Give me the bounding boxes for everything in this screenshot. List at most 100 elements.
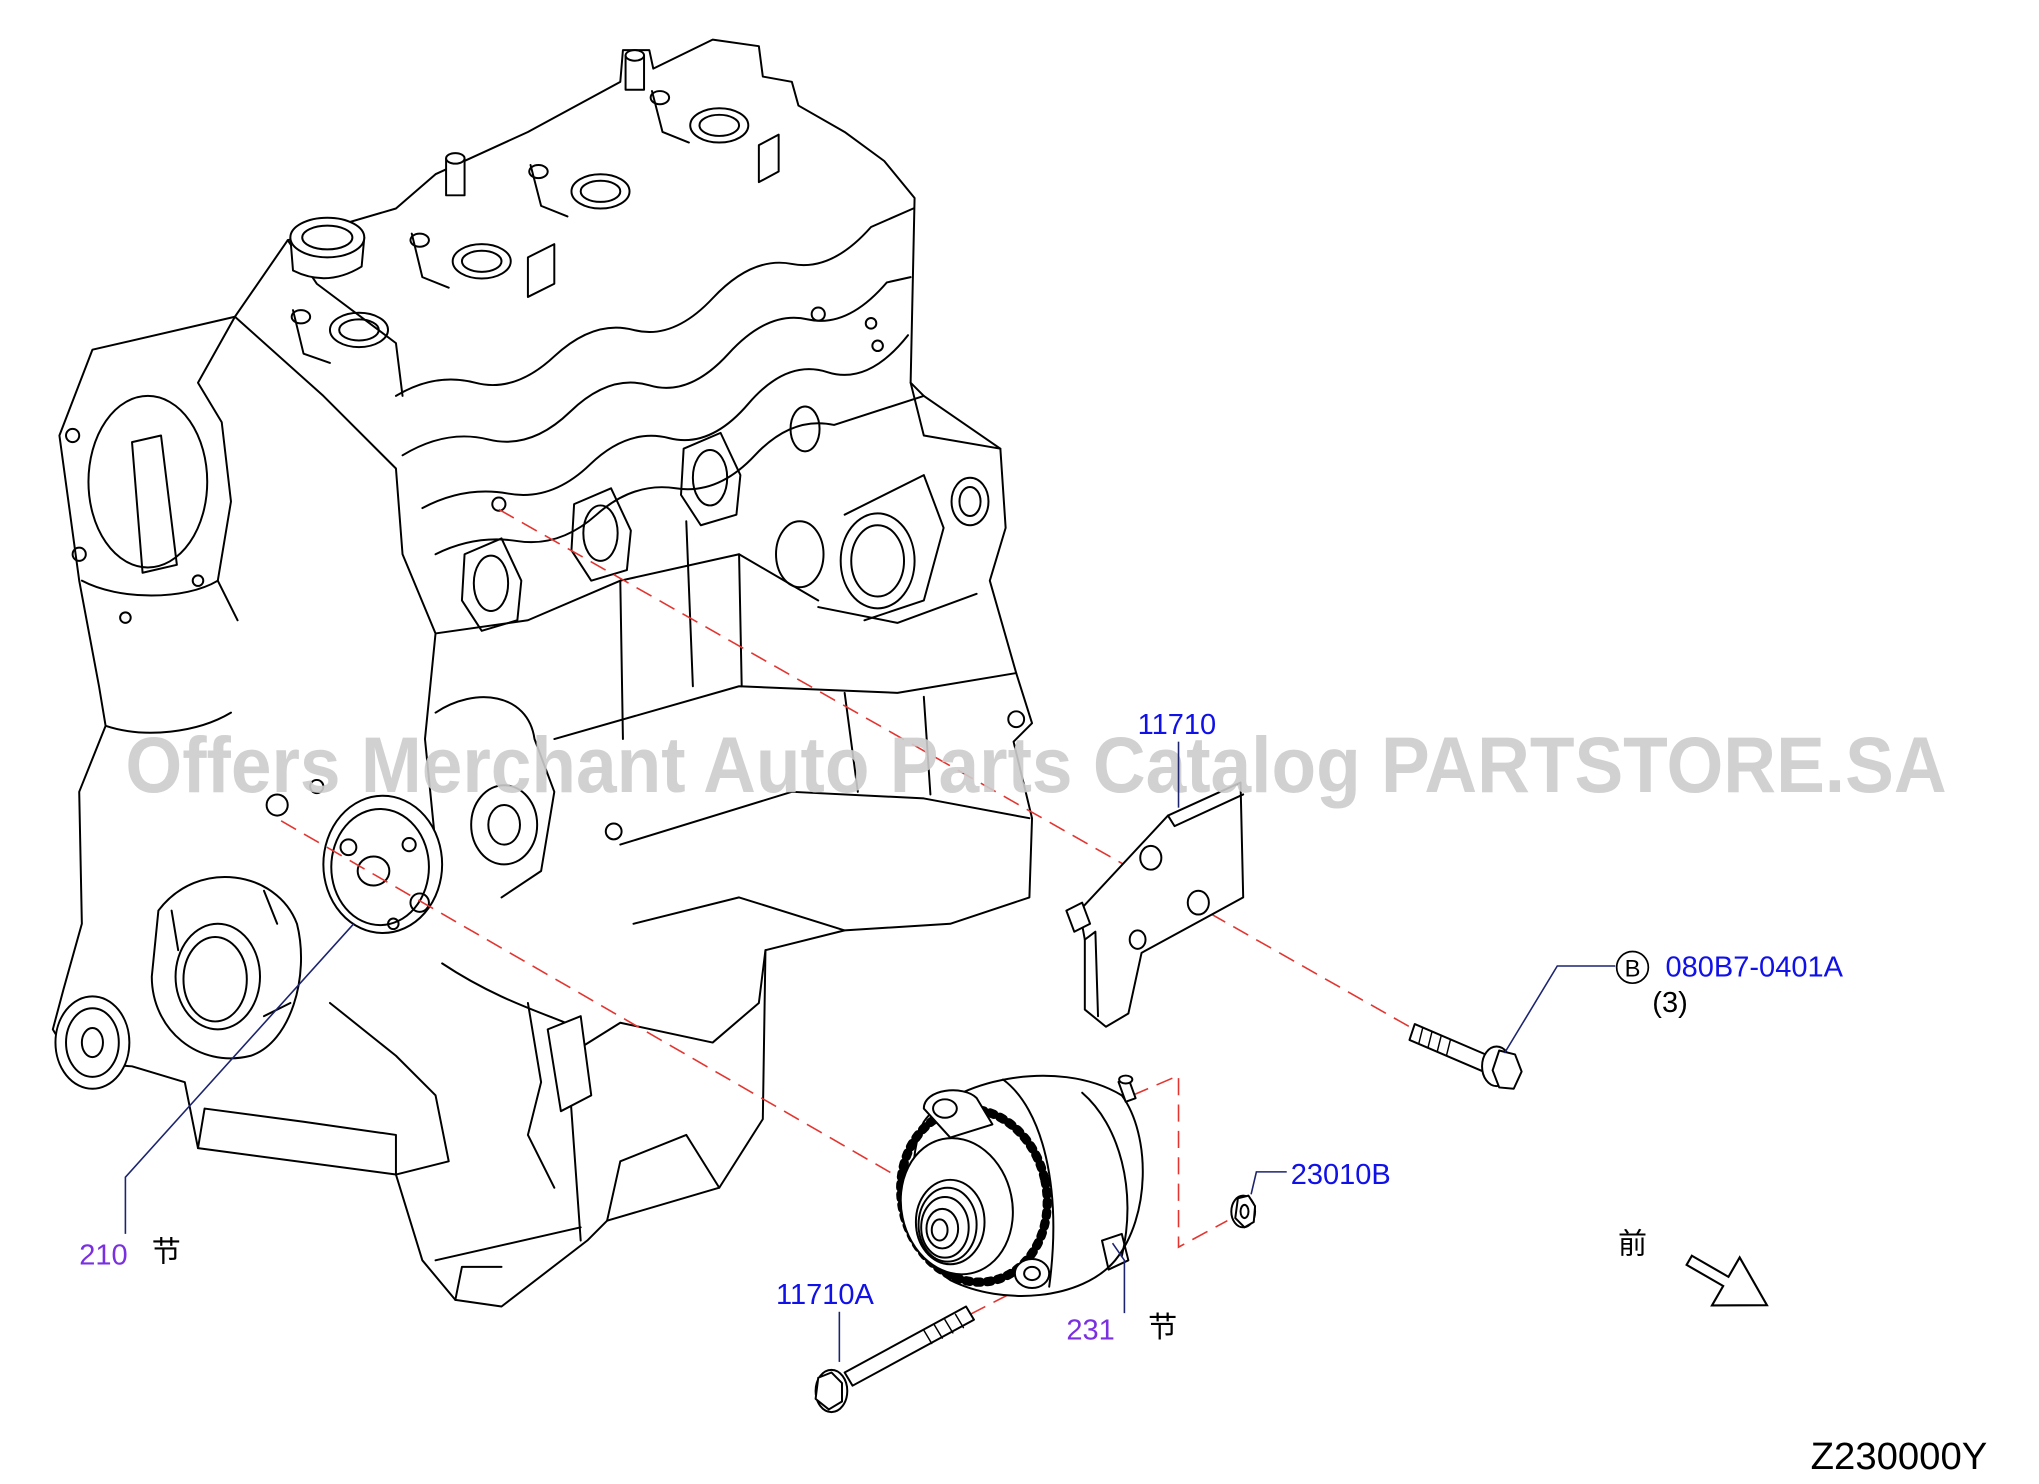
block-rib	[843, 691, 859, 793]
cover-bolt	[119, 611, 132, 624]
coolant-port	[775, 520, 825, 589]
front-direction-arrow-icon	[1685, 1254, 1769, 1307]
nut-hex	[1234, 1194, 1257, 1229]
cover-bolt	[191, 574, 205, 587]
bolt-thread	[923, 1313, 965, 1345]
spark-plug-tube	[689, 107, 750, 144]
alternator-bolt[interactable]	[814, 1305, 975, 1414]
pump-bolt	[604, 822, 623, 841]
block-rib	[619, 579, 624, 741]
alternator-rear-cover	[1081, 1091, 1129, 1258]
bracket-hole	[1128, 929, 1147, 950]
bracket-edge	[1166, 793, 1245, 828]
coil-mount-tab	[650, 90, 690, 144]
coil-mount-loop	[290, 309, 312, 325]
manifold-stud	[864, 317, 878, 330]
head-gasket-line	[401, 276, 912, 457]
housing-line	[843, 474, 945, 622]
callout-11710a[interactable]: 11710A	[776, 1279, 875, 1311]
engine-outline	[51, 38, 1034, 1308]
alternator-pulley-nut	[930, 1218, 949, 1242]
assembly-dash-line	[1132, 1074, 1228, 1249]
coolant-outlet	[950, 476, 990, 527]
watermark: Offers Merchant Auto Parts Catalog PARTS…	[125, 720, 1946, 809]
alternator-connector	[1100, 1232, 1130, 1271]
block-deck-line	[434, 394, 925, 556]
alternator-pulley-groove	[917, 1186, 978, 1263]
block-line	[553, 672, 1018, 741]
spark-plug-tube-inner	[579, 179, 622, 203]
water-pump-body	[470, 784, 539, 866]
alternator-bracket[interactable]	[1065, 781, 1245, 1028]
leader-lines	[124, 741, 1616, 1362]
bolt-head-hex	[1491, 1049, 1523, 1090]
pulley-rim	[330, 807, 430, 927]
leader-line-080b7	[1503, 965, 1616, 1054]
exhaust-port	[582, 504, 619, 562]
assembly-dash-line	[498, 508, 1410, 1028]
bolt-shank	[843, 1305, 975, 1387]
ref-letter-b: B	[1625, 956, 1641, 983]
bracket-hole	[1139, 844, 1163, 871]
bracket-body	[1078, 781, 1245, 1028]
exhaust-flange	[680, 431, 742, 527]
callout-23010b[interactable]: 23010B	[1291, 1159, 1391, 1191]
alternator-lower-ear	[1013, 1258, 1051, 1290]
front-cover-seal	[174, 922, 262, 1031]
bolt-thread	[1417, 1027, 1452, 1057]
coolant-outlet-inner	[958, 485, 982, 517]
block-rib	[685, 520, 694, 688]
nut[interactable]	[1230, 1194, 1257, 1229]
leader-line-210	[124, 923, 355, 1234]
sensor-stud-top	[445, 152, 466, 165]
pulley-hole	[387, 917, 400, 931]
cover-bolt	[71, 546, 87, 562]
engine-assembly	[51, 38, 1034, 1308]
exhaust-flange	[460, 537, 523, 632]
block-rib	[922, 695, 932, 796]
spark-plug-tube-inner	[698, 113, 741, 137]
callout-231[interactable]: 231	[1066, 1314, 1114, 1346]
valve-cover-line	[394, 207, 915, 397]
pulley-hole	[339, 838, 358, 857]
coil-mount-loop	[528, 163, 549, 180]
front-cover-seal-inner	[182, 935, 248, 1023]
callout-210[interactable]: 210	[79, 1239, 127, 1271]
alternator[interactable]	[885, 1074, 1144, 1297]
oil-filter-boss	[546, 1015, 593, 1113]
alternator-pulley-groove	[920, 1195, 970, 1259]
housing-line	[909, 381, 1002, 450]
chain-tensioner	[131, 434, 178, 574]
oil-filler-cap-inner	[301, 224, 354, 251]
spark-plug-tube	[570, 173, 631, 210]
callout-080b7-0401a[interactable]: 080B7-0401A	[1665, 952, 1843, 984]
alternator-terminal-nut	[1118, 1074, 1134, 1085]
housing-bolt	[1007, 710, 1026, 729]
block-line	[632, 896, 846, 932]
pulley-hole	[401, 837, 417, 853]
alternator-mount-hole	[932, 1098, 958, 1119]
section-mark-231: 节	[1148, 1310, 1177, 1344]
front-cover-boss	[150, 876, 302, 1060]
head-lower-line	[421, 334, 909, 510]
pulley-hole	[409, 892, 430, 913]
oil-pan-line	[454, 1265, 503, 1301]
front-marker: 前	[1618, 1227, 1769, 1307]
block-line	[606, 1133, 721, 1222]
timing-cover-line	[196, 315, 236, 582]
block-line	[619, 790, 1031, 846]
coil-mount-loop	[649, 90, 671, 106]
block-rib	[738, 553, 743, 688]
bracket-hole	[1186, 889, 1210, 916]
callout-11710[interactable]: 11710	[1138, 709, 1217, 741]
alternator-pulley-groove	[925, 1207, 960, 1250]
bracket-bolt[interactable]	[1408, 1023, 1523, 1090]
exhaust-port	[691, 449, 729, 507]
timing-cover-boss	[87, 394, 209, 569]
assembly-dash-line	[280, 820, 1043, 1261]
ref-circle-b	[1615, 950, 1650, 985]
alternator-pulley	[914, 1178, 986, 1266]
block-line	[526, 1001, 556, 1189]
front-label: 前	[1618, 1227, 1647, 1261]
